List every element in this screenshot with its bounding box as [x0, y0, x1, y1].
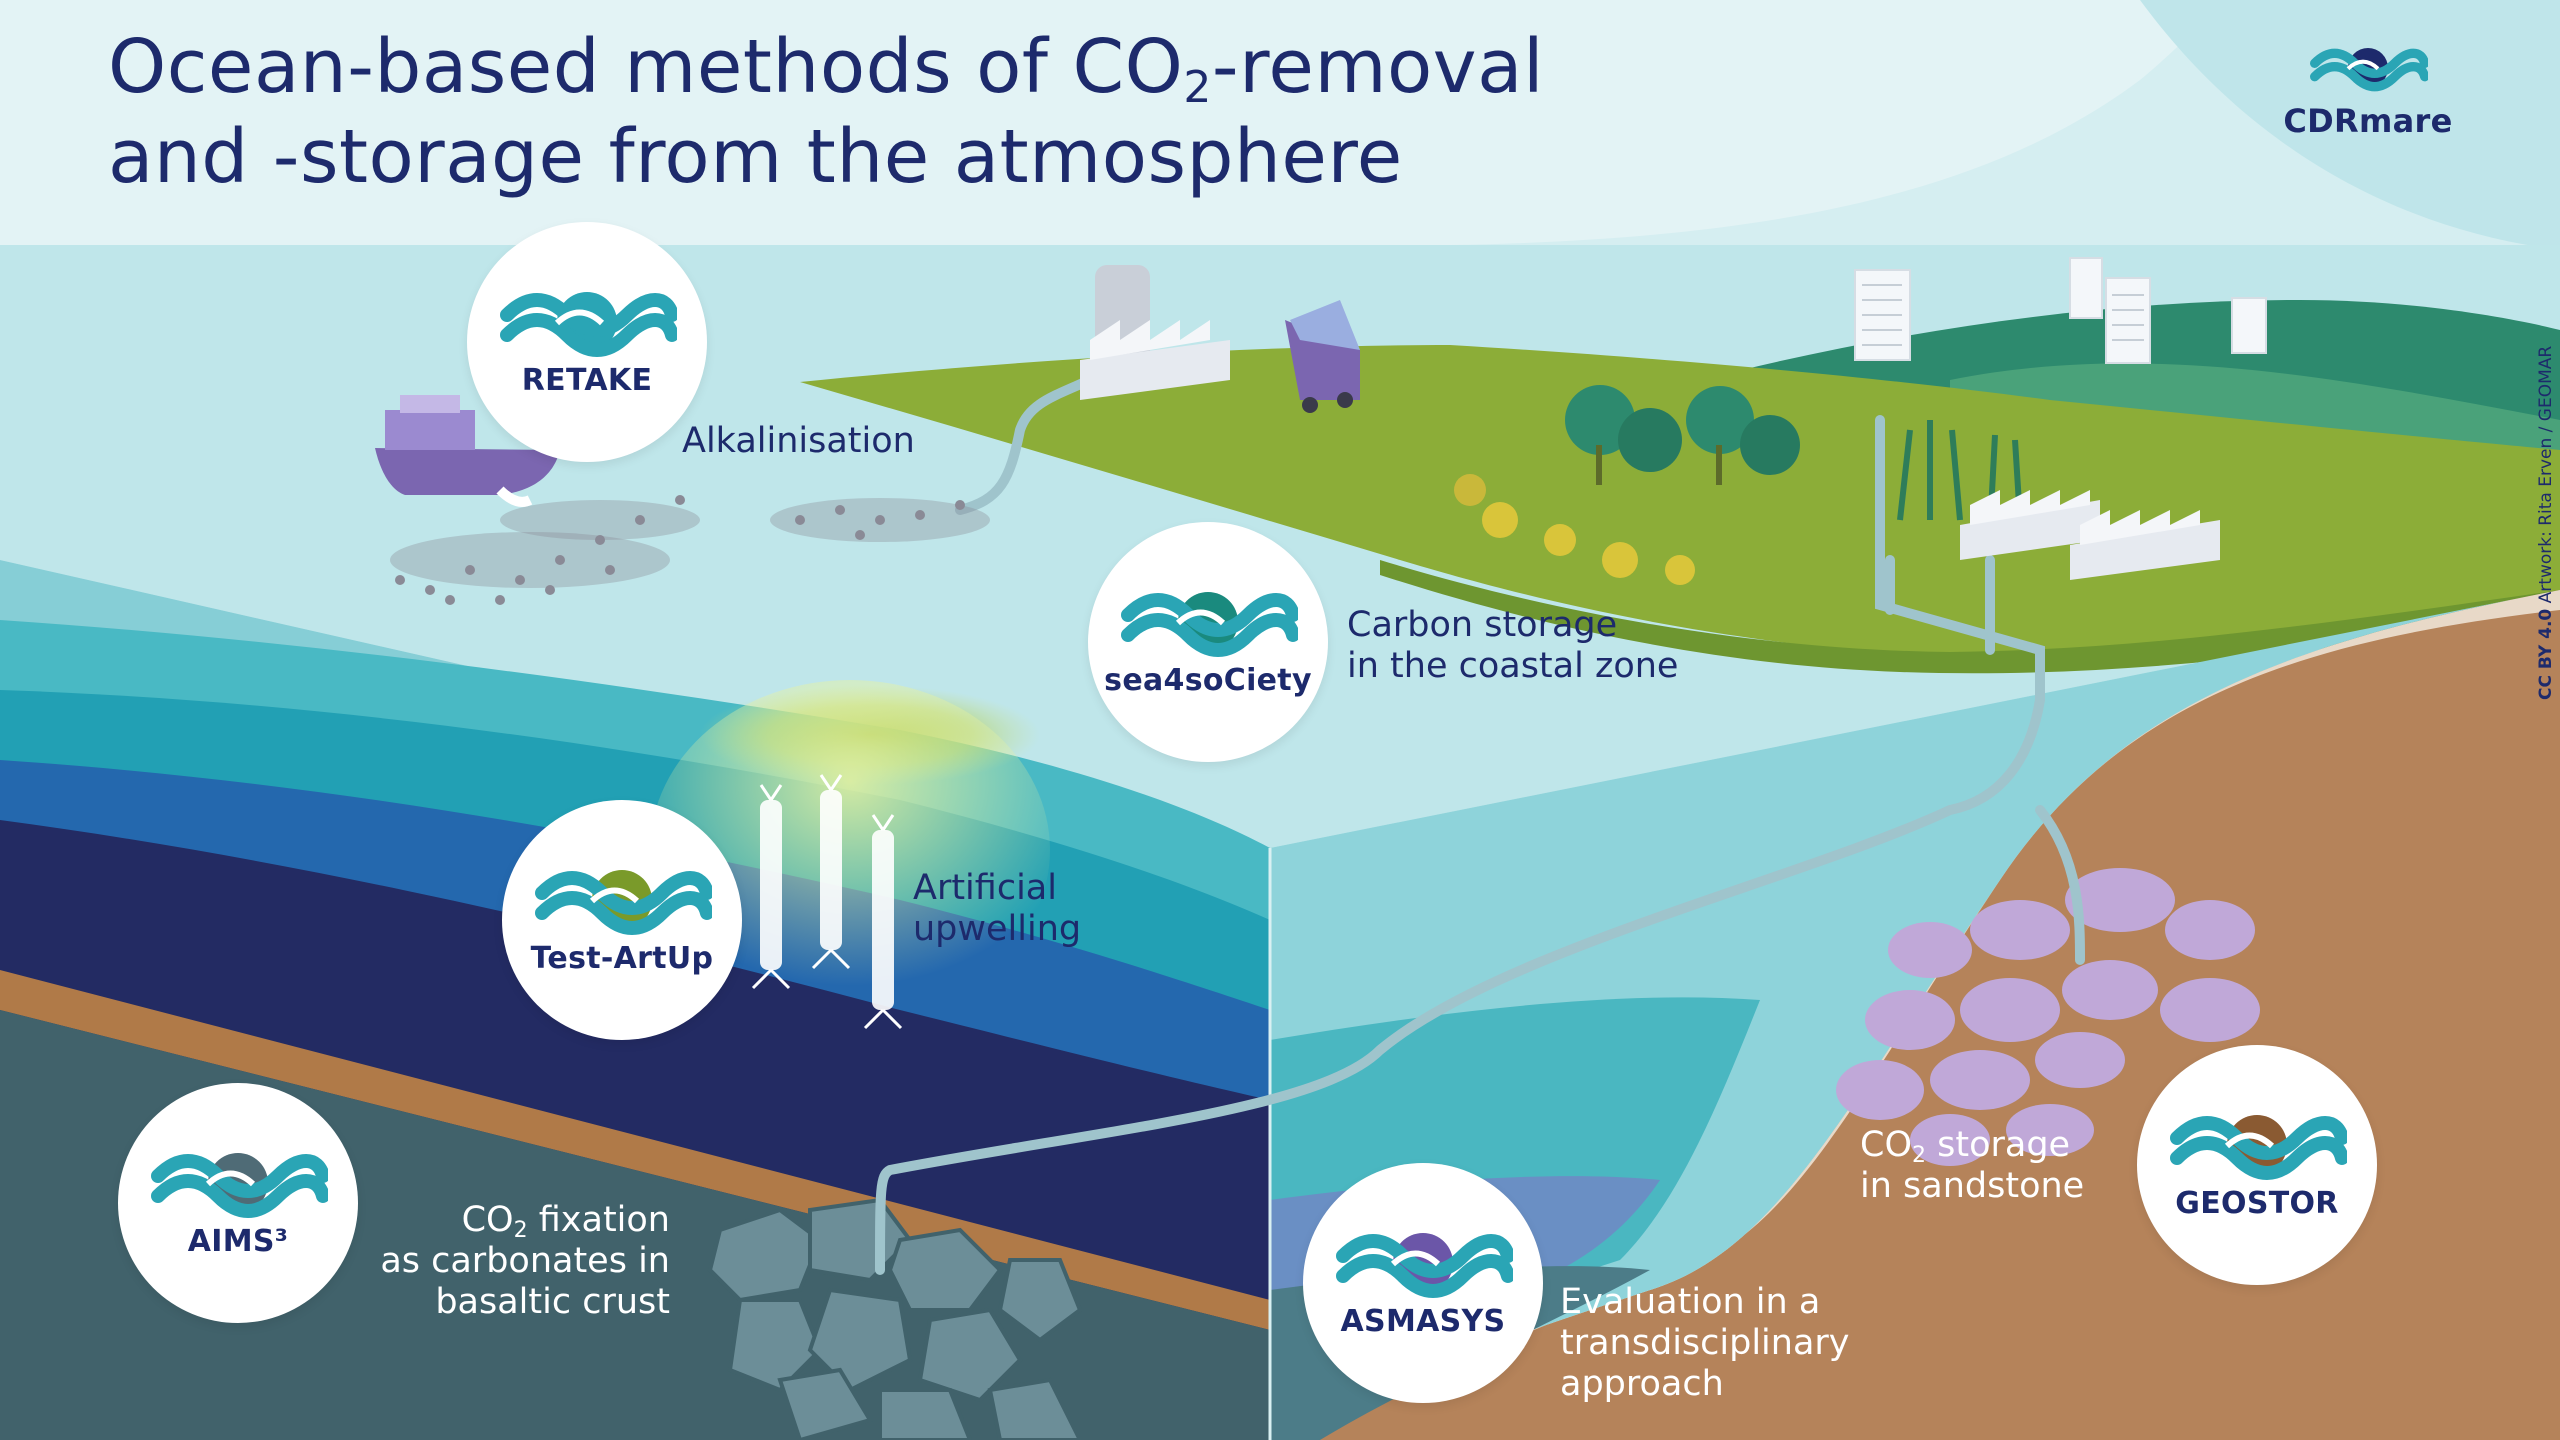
page-title: Ocean-based methods of CO2-removal and -…	[108, 22, 1544, 202]
coastal-line-1: Carbon storage	[1347, 605, 1618, 645]
project-wave-icon	[535, 869, 712, 935]
pipelines	[875, 370, 2085, 1275]
title-line1-post: -removal	[1211, 24, 1545, 110]
asmasys-badge: ASMASYS	[1303, 1163, 1543, 1403]
sky-cloud	[0, 0, 2230, 245]
project-wave-icon	[151, 1152, 328, 1218]
upwelling-label: Artificial upwelling	[913, 868, 1081, 950]
evaluation-line-1: Evaluation in a	[1560, 1282, 1821, 1322]
project-wave-icon	[500, 291, 677, 357]
evaluation-label: Evaluation in a transdisciplinary approa…	[1560, 1282, 1850, 1405]
artwork-credit: CC BY 4.0 Artwork: Rita Erven / GEOMAR	[2536, 346, 2556, 700]
project-wave-icon	[1121, 591, 1298, 657]
aims3-label: AIMS³	[187, 1223, 289, 1259]
sandstone-line-1-post: storage	[1926, 1125, 2071, 1165]
upwelling-pipes	[751, 774, 903, 1030]
test-artup-label: Test-ArtUp	[530, 940, 714, 976]
geostor-badge: GEOSTOR	[2137, 1045, 2377, 1285]
fixation-line-2: as carbonates in	[380, 1241, 670, 1281]
cdrmare-logo: CDRmare	[2278, 38, 2458, 140]
title-line1-pre: Ocean-based methods of CO	[108, 24, 1184, 110]
sea4society-label: sea4soCiety	[1104, 662, 1312, 698]
artwork-text: Artwork: Rita Erven / GEOMAR	[2536, 345, 2556, 604]
ship	[375, 395, 560, 507]
sea4society-badge: sea4soCiety	[1088, 522, 1328, 762]
project-wave-icon	[1336, 1232, 1513, 1298]
mineral-scatter-ship	[390, 495, 700, 605]
project-wave-icon	[2170, 1114, 2347, 1180]
fixation-line-3: basaltic crust	[435, 1282, 670, 1322]
sandstone-storage-label: CO2 storage in sandstone	[1860, 1125, 2084, 1207]
title-line1-sub: 2	[1183, 62, 1212, 113]
evaluation-line-3: approach	[1560, 1364, 1724, 1404]
sandstone-line-2: in sandstone	[1860, 1166, 2085, 1206]
upwelling-glow	[650, 680, 1050, 1020]
basalt-fixation-label: CO2 fixation as carbonates in basaltic c…	[340, 1200, 670, 1323]
mineral-scatter-pipe	[770, 498, 990, 542]
coastal-land	[800, 345, 2560, 653]
retake-badge: RETAKE	[467, 222, 707, 462]
test-artup-badge: Test-ArtUp	[502, 800, 742, 1040]
cdrmare-name: CDRmare	[2283, 102, 2453, 140]
fixation-line-1-pre: CO	[461, 1200, 514, 1240]
asmasys-label: ASMASYS	[1340, 1303, 1506, 1339]
fixation-line-1-post: fixation	[527, 1200, 670, 1240]
sandstone-line-1-sub: 2	[1912, 1143, 1926, 1168]
aims3-badge: AIMS³	[118, 1083, 358, 1323]
sandstone-pebbles	[1836, 868, 2260, 1166]
geostor-label: GEOSTOR	[2175, 1185, 2339, 1221]
coastal-zone-label: Carbon storage in the coastal zone	[1347, 605, 1678, 687]
fixation-line-1-sub: 2	[513, 1218, 528, 1243]
upwelling-line-2: upwelling	[913, 909, 1082, 949]
license-text: CC BY 4.0	[2536, 608, 2556, 700]
coastal-trees	[1454, 385, 2023, 585]
sky-band	[2140, 0, 2560, 250]
evaluation-line-2: transdisciplinary	[1560, 1323, 1850, 1363]
air-capture-towers	[1854, 257, 2267, 364]
retake-label: RETAKE	[521, 362, 653, 398]
sandstone-line-1-pre: CO	[1860, 1125, 1912, 1165]
coastal-facilities	[1960, 490, 2220, 580]
factory-truck	[1080, 265, 1360, 413]
alkalinisation-text: Alkalinisation	[682, 421, 915, 461]
coastal-land-shade	[1380, 560, 2560, 674]
title-line2: and -storage from the atmosphere	[108, 114, 1403, 200]
upwelling-line-1: Artificial	[913, 868, 1057, 908]
cdrmare-wave-icon	[2310, 48, 2430, 92]
coastal-line-2: in the coastal zone	[1347, 646, 1679, 686]
alkalinisation-label: Alkalinisation	[682, 421, 915, 462]
